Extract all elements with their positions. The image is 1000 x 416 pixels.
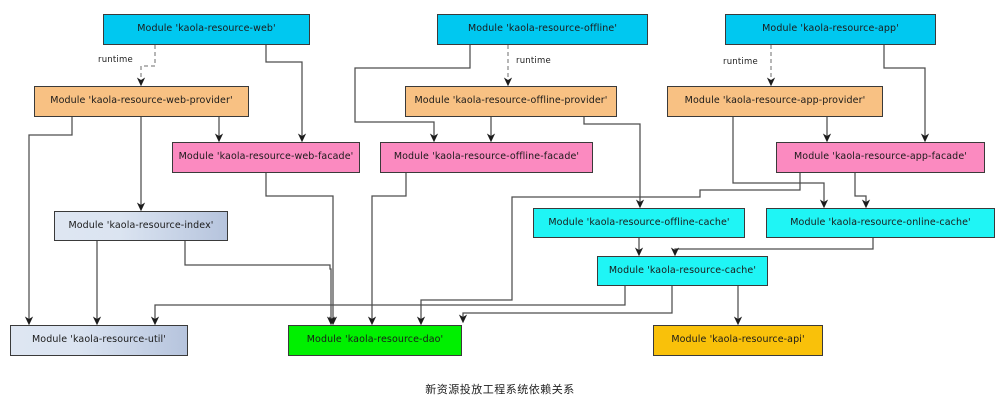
edge-label-runtime-web: runtime: [98, 55, 133, 65]
edge-label-runtime-app: runtime: [723, 57, 758, 67]
edge-app-to-app-facade: [883, 45, 930, 143]
edge-web-facade-to-dao: [265, 173, 338, 326]
node-kaola-resource-util[interactable]: Module 'kaola-resource-util': [10, 325, 188, 356]
node-kaola-resource-online-cache[interactable]: Module 'kaola-resource-online-cache': [766, 208, 995, 238]
node-kaola-resource-index[interactable]: Module 'kaola-resource-index': [54, 211, 228, 241]
node-kaola-resource-offline[interactable]: Module 'kaola-resource-offline': [437, 14, 648, 45]
node-kaola-resource-cache[interactable]: Module 'kaola-resource-cache': [597, 256, 768, 286]
node-kaola-resource-dao[interactable]: Module 'kaola-resource-dao': [288, 325, 462, 356]
node-kaola-resource-web[interactable]: Module 'kaola-resource-web': [103, 14, 310, 45]
node-kaola-resource-offline-cache[interactable]: Module 'kaola-resource-offline-cache': [533, 208, 745, 238]
edge-web-to-web-facade: [265, 45, 307, 143]
node-kaola-resource-web-provider[interactable]: Module 'kaola-resource-web-provider': [34, 86, 249, 117]
edge-cache-to-dao: [458, 286, 673, 324]
diagram-caption: 新资源投放工程系统依赖关系: [425, 383, 575, 396]
edge-offline-facade-to-dao: [367, 173, 407, 326]
edge-app-facade-to-dao: [416, 173, 801, 326]
edge-cache-to-util: [150, 286, 626, 326]
node-kaola-resource-app-facade[interactable]: Module 'kaola-resource-app-facade': [776, 142, 985, 173]
edge-label-runtime-offline: runtime: [516, 56, 551, 66]
node-kaola-resource-offline-provider[interactable]: Module 'kaola-resource-offline-provider': [405, 86, 617, 117]
node-kaola-resource-offline-facade[interactable]: Module 'kaola-resource-offline-facade': [380, 142, 593, 173]
edge-online-cache-to-cache: [670, 238, 874, 257]
node-kaola-resource-api[interactable]: Module 'kaola-resource-api': [653, 325, 823, 356]
edge-index-to-dao: [184, 241, 336, 326]
node-kaola-resource-app-provider[interactable]: Module 'kaola-resource-app-provider': [667, 86, 883, 117]
node-kaola-resource-app[interactable]: Module 'kaola-resource-app': [725, 14, 936, 45]
edge-app-facade-to-online-cache: [854, 173, 871, 209]
edge-web-to-web-provider: [136, 45, 156, 87]
node-kaola-resource-web-facade[interactable]: Module 'kaola-resource-web-facade': [172, 142, 360, 173]
